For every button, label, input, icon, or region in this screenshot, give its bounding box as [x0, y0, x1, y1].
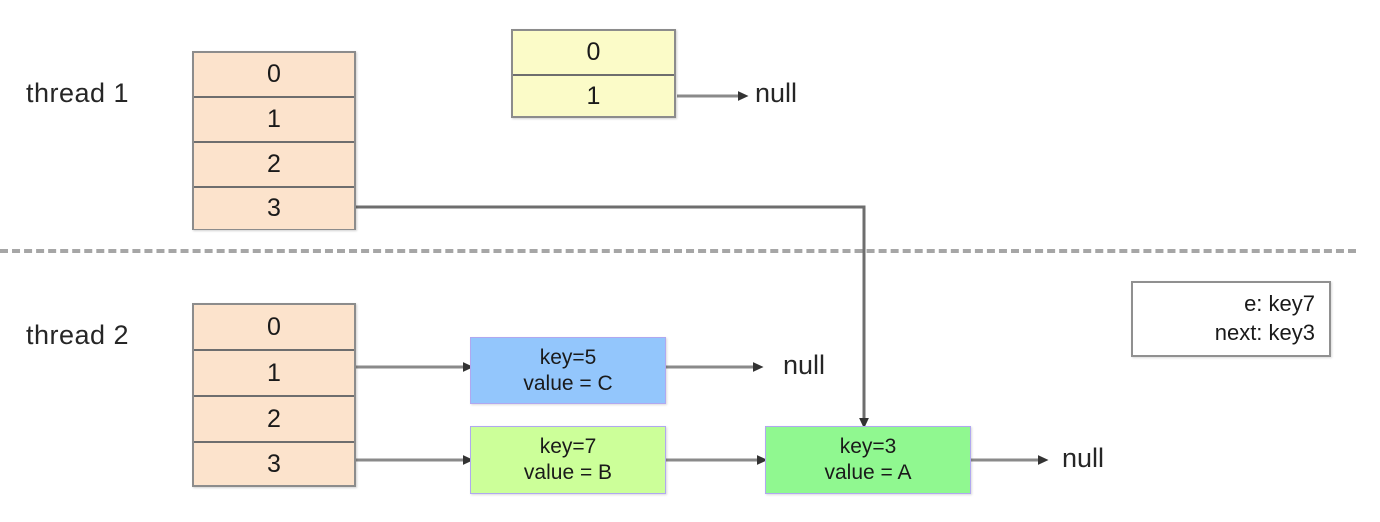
thread-2-label: thread 2 [26, 320, 130, 350]
entry-node-key3[interactable]: key=3 value = A [765, 426, 971, 494]
entry-node-key7[interactable]: key=7 value = B [470, 426, 666, 494]
thread-2-bucket-cell-0[interactable]: 0 [194, 305, 354, 351]
legend-line-e: e: key7 [1244, 291, 1315, 317]
thread-1-new-table: 0 1 [511, 29, 676, 118]
thread-1-bucket-cell-3[interactable]: 3 [194, 188, 354, 229]
thread-1-bucket-cell-2[interactable]: 2 [194, 143, 354, 188]
thread-2-bucket-cell-3[interactable]: 3 [194, 443, 354, 485]
thread-1-new-table-cell-0[interactable]: 0 [513, 31, 674, 76]
legend-box: e: key7 next: key3 [1131, 281, 1331, 357]
thread-2-bucket3-null-label: null [1062, 443, 1105, 473]
entry-node-key5-key: key=5 [539, 345, 597, 369]
legend-line-next: next: key3 [1214, 320, 1315, 345]
thread-1-null-label: null [755, 78, 798, 108]
entry-node-key3-key: key=3 [839, 435, 897, 459]
thread-2-bucket1-null-label: null [783, 350, 826, 380]
entry-node-key3-value: value = A [824, 461, 912, 484]
entry-node-key5[interactable]: key=5 value = C [470, 337, 666, 404]
thread-1-bucket-cell-0[interactable]: 0 [194, 53, 354, 98]
thread-divider [0, 249, 1356, 253]
entry-node-key7-value: value = B [523, 461, 613, 484]
thread-2-bucket-cell-2[interactable]: 2 [194, 397, 354, 443]
entry-node-key7-key: key=7 [539, 435, 597, 459]
entry-node-key5-value: value = C [523, 371, 613, 395]
thread-1-label: thread 1 [26, 78, 130, 108]
thread-1-bucket-cell-1[interactable]: 1 [194, 98, 354, 143]
thread-1-new-table-cell-1[interactable]: 1 [513, 76, 674, 116]
thread-1-bucket-table: 0 1 2 3 [192, 51, 356, 230]
thread-2-bucket-table: 0 1 2 3 [192, 303, 356, 487]
thread-2-bucket-cell-1[interactable]: 1 [194, 351, 354, 397]
